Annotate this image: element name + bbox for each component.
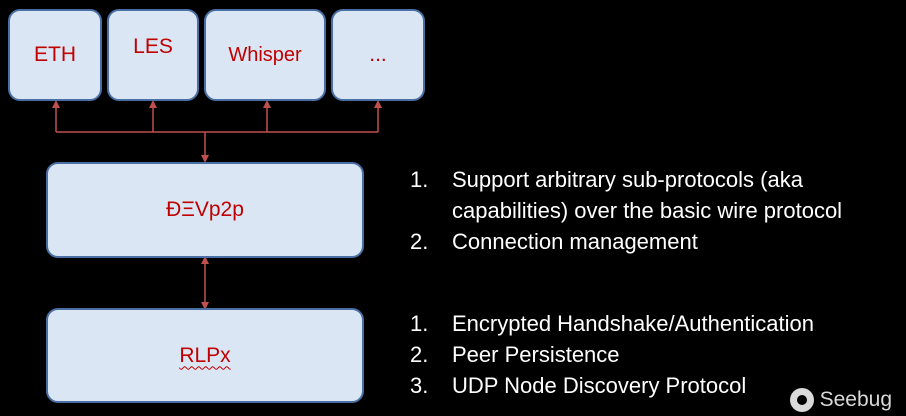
list-item: 1. Support arbitrary sub-protocols (aka … — [404, 164, 904, 226]
protocol-label: ETH — [34, 43, 76, 66]
protocol-label: LES — [133, 35, 173, 58]
list-text: Support arbitrary sub-protocols (aka cap… — [452, 167, 843, 223]
list-item: 3. UDP Node Discovery Protocol — [404, 370, 904, 401]
watermark: Seebug — [789, 388, 892, 412]
list-text: Peer Persistence — [452, 342, 620, 367]
list-text: Encrypted Handshake/Authentication — [452, 311, 815, 336]
list-text: UDP Node Discovery Protocol — [452, 373, 747, 398]
list-item: 1. Encrypted Handshake/Authentication — [404, 308, 904, 339]
list-text: Connection management — [452, 229, 698, 254]
protocol-box-whisper: Whisper — [204, 9, 326, 101]
list-number: 1. — [410, 311, 429, 336]
devp2p-feature-list: 1. Support arbitrary sub-protocols (aka … — [404, 164, 904, 257]
rlpx-box: RLPx — [46, 308, 364, 403]
list-number: 1. — [410, 167, 429, 192]
list-number: 3. — [410, 373, 429, 398]
rlpx-label: RLPx — [179, 343, 231, 367]
protocol-box-eth: ETH — [8, 9, 102, 101]
rlpx-feature-list: 1. Encrypted Handshake/Authentication 2.… — [404, 308, 904, 401]
protocol-label: ... — [369, 43, 387, 66]
devp2p-box: ÐΞVp2p — [46, 162, 364, 258]
list-item: 2. Connection management — [404, 226, 904, 257]
devp2p-label: ÐΞVp2p — [166, 198, 244, 221]
seebug-logo-icon — [789, 388, 814, 412]
protocol-box-les: LES — [107, 9, 199, 101]
protocol-box-more: ... — [331, 9, 425, 101]
protocol-label: Whisper — [228, 43, 302, 66]
list-item: 2. Peer Persistence — [404, 339, 904, 370]
watermark-text: Seebug — [819, 388, 892, 411]
list-number: 2. — [410, 342, 429, 367]
list-number: 2. — [410, 229, 429, 254]
